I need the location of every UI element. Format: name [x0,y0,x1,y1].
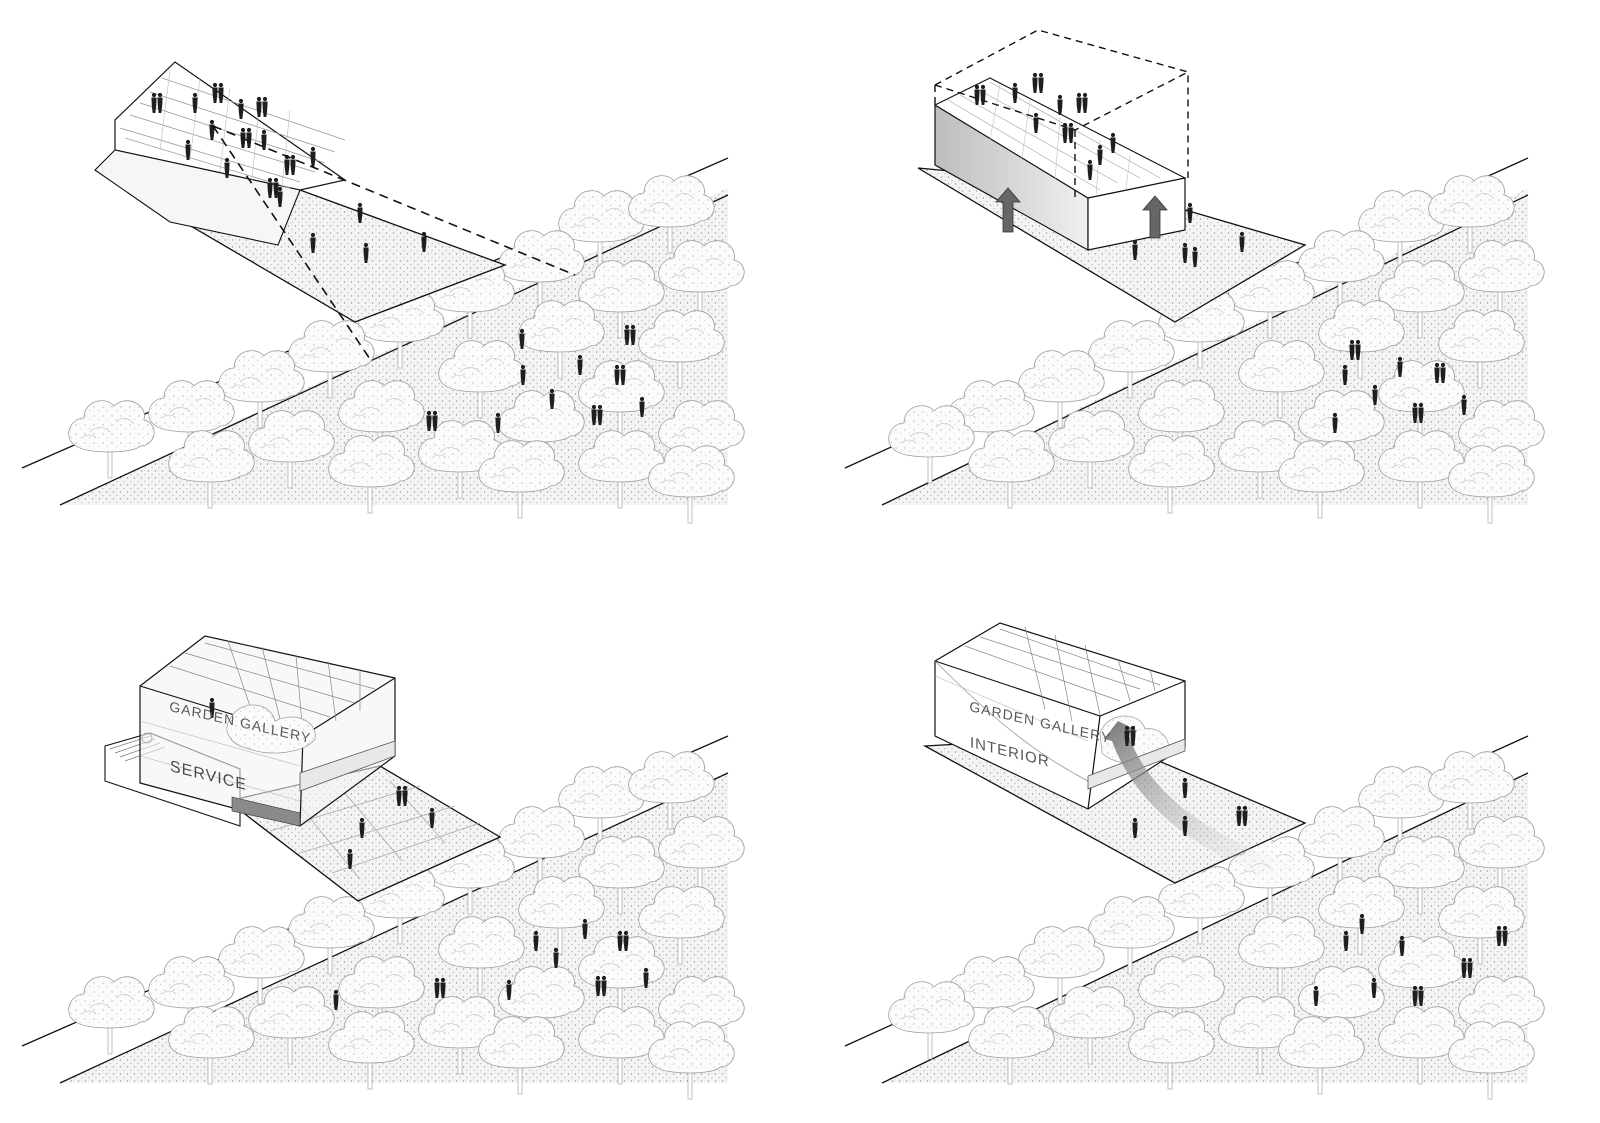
panel-4-scene [844,622,1545,1100]
panel-3-scene [21,635,745,1100]
diagram-panel-1 [0,0,800,561]
diagram-panel-2 [800,0,1600,561]
diagram-panel-4: GARDEN GALLERY INTERIOR [800,561,1600,1122]
glass-house [139,635,396,827]
building-volume [933,77,1187,252]
extrusion-arrows [995,187,1168,239]
diagram-panel-3: GARDEN GALLERY SERVICE [0,561,800,1122]
panel-2-scene [844,29,1545,524]
sightline-dashes [212,125,576,363]
entry-arrow [1104,721,1305,883]
panel-1-scene [21,61,745,524]
